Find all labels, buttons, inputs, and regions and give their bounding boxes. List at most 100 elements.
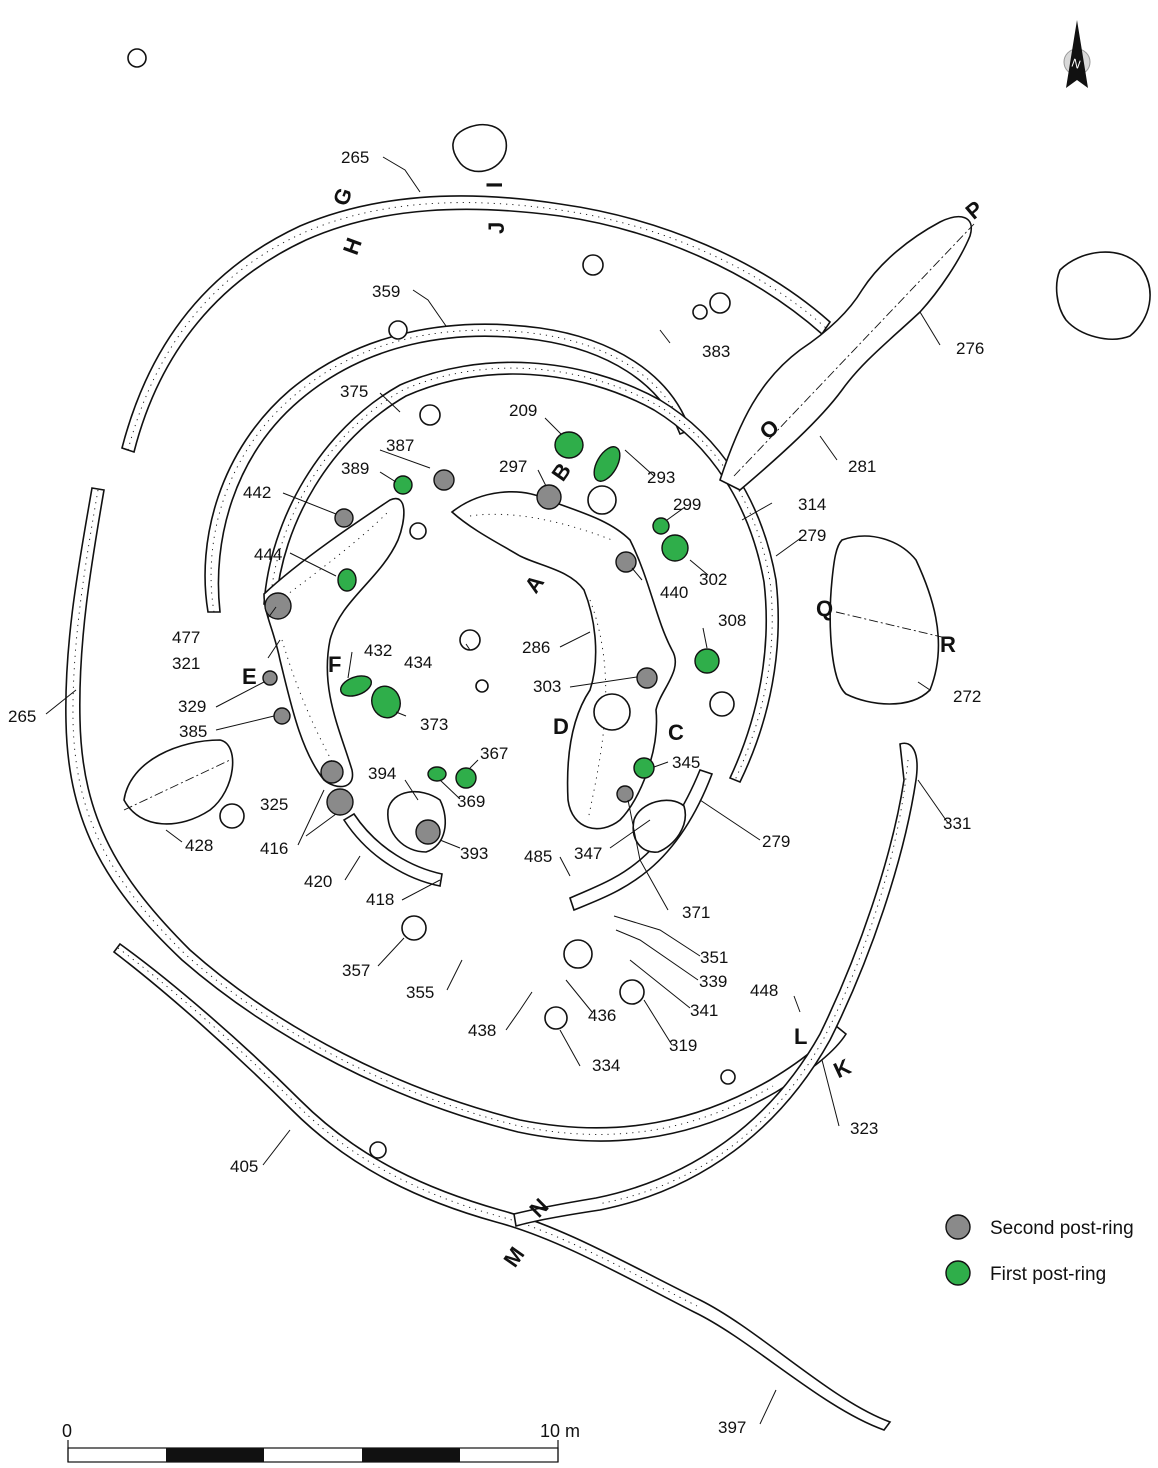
label-209: 209 — [509, 401, 537, 420]
label-272: 272 — [953, 687, 981, 706]
label-265-left: 265 — [8, 707, 36, 726]
posthole-387 — [433, 469, 455, 491]
scale-bar: 0 10 m — [62, 1421, 580, 1463]
leader-lines — [45, 156, 949, 1425]
ditch-405-397 — [112, 942, 892, 1431]
label-303: 303 — [533, 677, 561, 696]
section-letter-b: B — [546, 458, 576, 485]
pit-394 — [387, 791, 447, 853]
label-279-bottom: 279 — [762, 832, 790, 851]
posthole-393 — [415, 819, 441, 845]
label-347: 347 — [574, 844, 602, 863]
label-319: 319 — [669, 1036, 697, 1055]
posthole-302 — [661, 534, 689, 562]
section-letter-m: M — [498, 1242, 529, 1271]
label-385: 385 — [179, 722, 207, 741]
legend-swatch-first-post-ring — [945, 1260, 971, 1286]
posthole-385 — [273, 707, 291, 725]
pit-east-large — [1055, 251, 1151, 340]
posthole-440 — [615, 551, 637, 573]
label-299: 299 — [673, 495, 701, 514]
label-334: 334 — [592, 1056, 620, 1075]
ditch-331-323 — [513, 742, 918, 1228]
label-331: 331 — [943, 814, 971, 833]
label-440: 440 — [660, 583, 688, 602]
label-477: 477 — [172, 628, 200, 647]
ditch-420 — [342, 769, 714, 912]
label-397: 397 — [718, 1418, 746, 1437]
posthole-293 — [593, 446, 621, 482]
posthole-373 — [371, 685, 401, 719]
posthole-432 — [339, 675, 373, 697]
section-letter-e: E — [242, 664, 257, 689]
scale-bar-start-label: 0 — [62, 1421, 72, 1441]
label-355: 355 — [406, 983, 434, 1002]
section-letter-a: A — [519, 570, 549, 597]
posthole-329 — [262, 670, 278, 686]
section-letter-j: J — [484, 222, 509, 234]
label-444: 444 — [254, 545, 282, 564]
label-339: 339 — [699, 972, 727, 991]
label-329: 329 — [178, 697, 206, 716]
posthole-325 — [320, 760, 344, 784]
label-418: 418 — [366, 890, 394, 909]
label-293: 293 — [647, 468, 675, 487]
ditch-321-279 — [263, 361, 780, 784]
posthole-345 — [633, 757, 655, 779]
section-letter-g: G — [328, 184, 357, 209]
label-428: 428 — [185, 836, 213, 855]
second-post-ring — [262, 469, 658, 845]
label-314: 314 — [798, 495, 826, 514]
label-442: 442 — [243, 483, 271, 502]
label-416: 416 — [260, 839, 288, 858]
posthole-477 — [264, 592, 292, 620]
label-373: 373 — [420, 715, 448, 734]
label-371: 371 — [682, 903, 710, 922]
pit-small-features — [127, 48, 736, 1159]
label-485: 485 — [524, 847, 552, 866]
label-321: 321 — [172, 654, 200, 673]
legend-label-second-post-ring: Second post-ring — [990, 1218, 1134, 1239]
label-436: 436 — [588, 1006, 616, 1025]
label-359: 359 — [372, 282, 400, 301]
label-297: 297 — [499, 457, 527, 476]
label-281: 281 — [848, 457, 876, 476]
ditch-265-south — [65, 487, 848, 1142]
label-276: 276 — [956, 339, 984, 358]
section-letter-l: L — [794, 1024, 807, 1049]
section-letter-f: F — [328, 652, 341, 677]
label-420: 420 — [304, 872, 332, 891]
posthole-369 — [427, 766, 447, 782]
pit-top-small — [452, 123, 508, 173]
label-341: 341 — [690, 1001, 718, 1020]
label-351: 351 — [700, 948, 728, 967]
label-325: 325 — [260, 795, 288, 814]
ditch-321 — [263, 497, 405, 788]
posthole-367 — [455, 767, 477, 789]
label-393: 393 — [460, 844, 488, 863]
label-367: 367 — [480, 744, 508, 763]
label-438: 438 — [468, 1021, 496, 1040]
label-286: 286 — [522, 638, 550, 657]
legend-label-first-post-ring: First post-ring — [990, 1264, 1106, 1285]
posthole-389 — [393, 475, 413, 495]
label-389: 389 — [341, 459, 369, 478]
posthole-297 — [536, 484, 562, 510]
first-post-ring — [337, 431, 720, 789]
posthole-308 — [694, 648, 720, 674]
label-369: 369 — [457, 792, 485, 811]
label-434: 434 — [404, 653, 432, 672]
label-448: 448 — [750, 981, 778, 1000]
posthole-209 — [554, 431, 584, 459]
pit-428 — [123, 739, 234, 825]
section-letter-c: C — [668, 720, 684, 745]
north-arrow-icon: N — [1063, 20, 1091, 88]
posthole-371 — [616, 785, 634, 803]
label-279-top: 279 — [798, 526, 826, 545]
label-308: 308 — [718, 611, 746, 630]
label-265-top: 265 — [341, 148, 369, 167]
label-375: 375 — [340, 382, 368, 401]
posthole-444 — [337, 568, 357, 592]
